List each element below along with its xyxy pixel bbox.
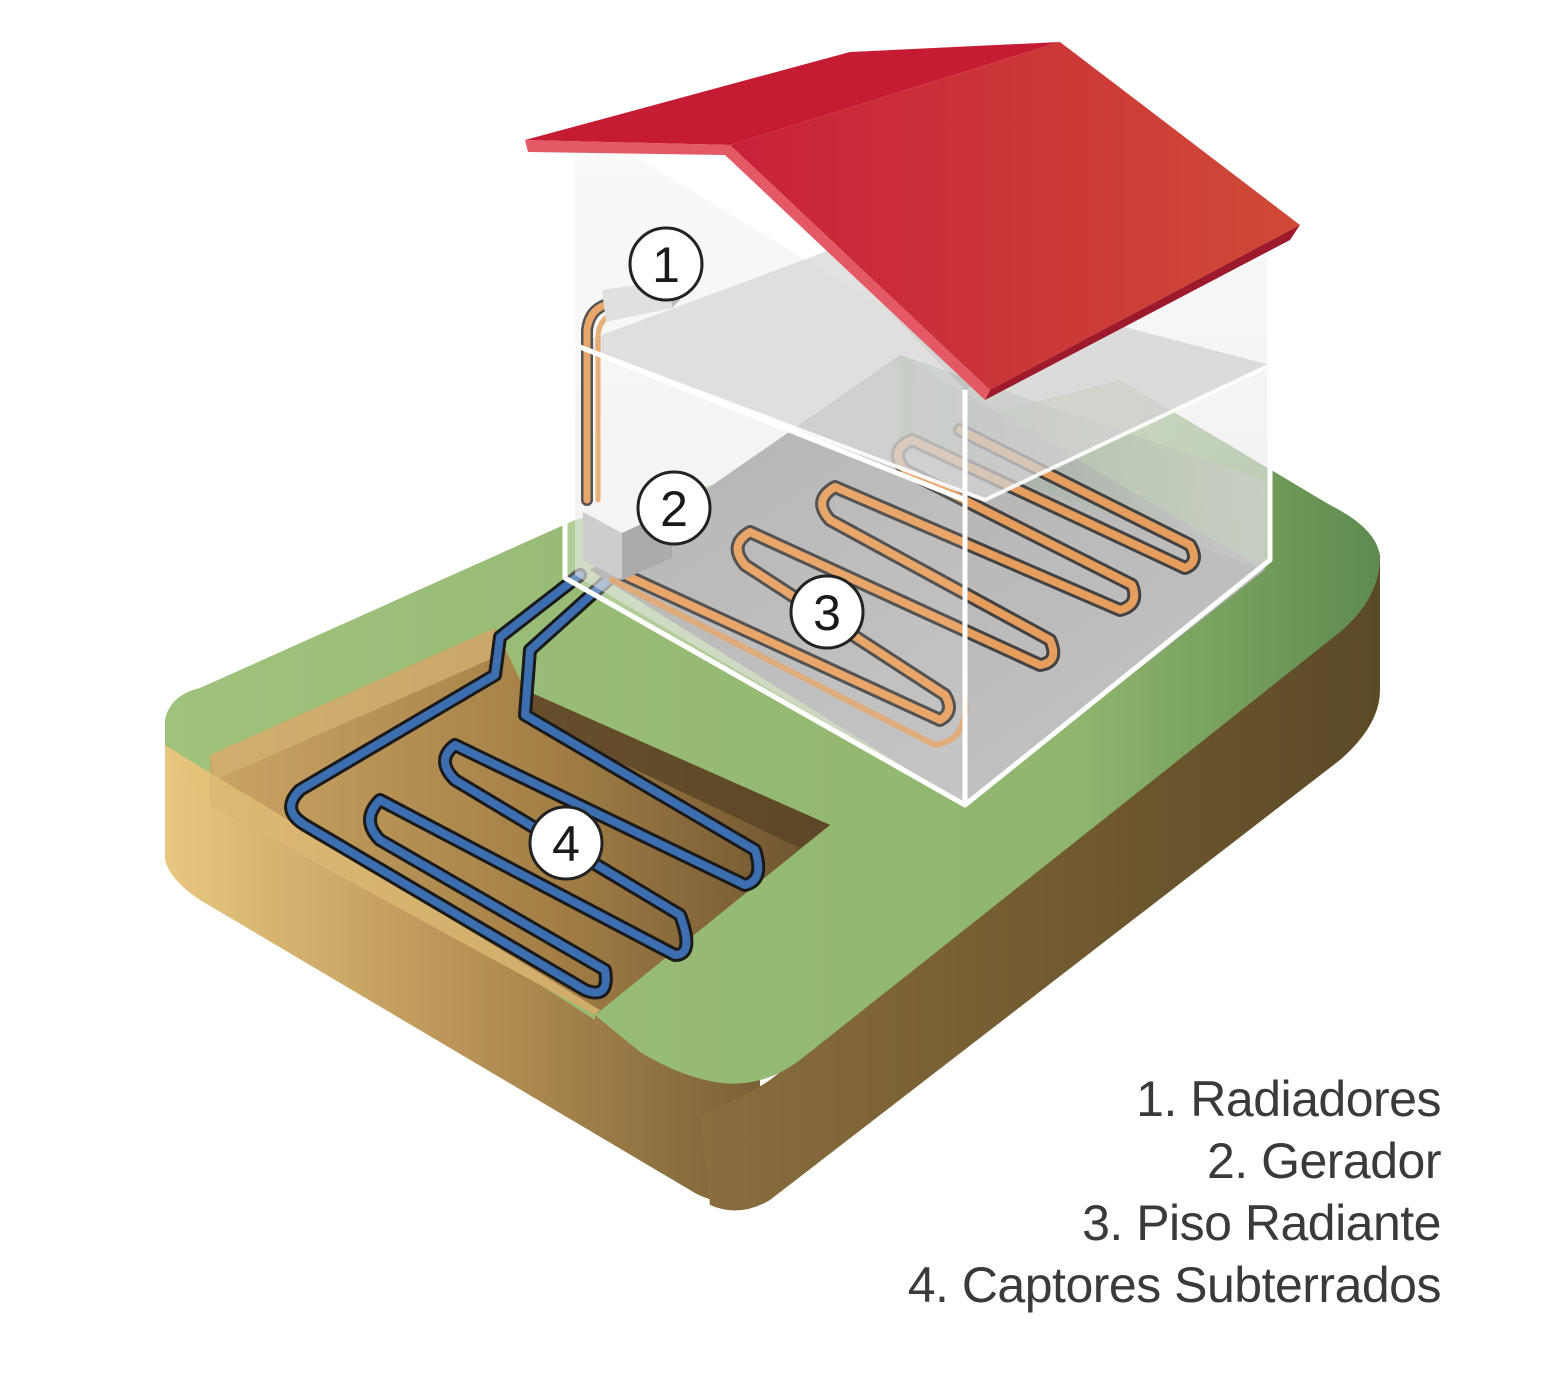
legend-number: 1. xyxy=(1136,1071,1177,1127)
house xyxy=(525,42,1300,808)
roof-left-slope xyxy=(525,42,1060,145)
house-edges xyxy=(562,150,1273,808)
roof-right-slope xyxy=(730,42,1300,390)
roof xyxy=(525,42,1300,400)
legend-text: Piso Radiante xyxy=(1136,1195,1441,1251)
legend-number: 4. xyxy=(907,1257,949,1313)
marker-3-label: 3 xyxy=(813,585,841,641)
marker-1-label: 1 xyxy=(652,237,680,293)
house-front-right-wall xyxy=(965,250,1270,805)
ground-loop-pipes xyxy=(284,568,766,1000)
marker-4-label: 4 xyxy=(552,816,580,872)
legend: 1. Radiadores 2. Gerador 3. Piso Radiant… xyxy=(907,1068,1442,1316)
marker-4: 4 xyxy=(528,805,604,881)
upper-floor-slab xyxy=(575,250,1270,500)
house-front-left-wall xyxy=(565,145,965,805)
soil-right-face xyxy=(700,550,1380,1211)
marker-2: 2 xyxy=(636,470,712,546)
legend-item-piso-radiante: 3. Piso Radiante xyxy=(908,1192,1441,1254)
trench-wall xyxy=(210,628,500,780)
roof-right-edge xyxy=(985,225,1300,400)
marker-1: 1 xyxy=(628,226,704,302)
marker-3: 3 xyxy=(789,574,865,650)
ground-loop-pipe xyxy=(287,571,763,997)
marker-2-label: 2 xyxy=(660,481,688,537)
legend-text: Radiadores xyxy=(1190,1071,1441,1127)
trench-deep-wall xyxy=(520,690,830,848)
legend-text: Captores Subterrados xyxy=(961,1257,1442,1313)
legend-item-captores-subterrados: 4. Captores Subterrados xyxy=(907,1254,1442,1316)
trench-front-rim xyxy=(165,745,600,1015)
legend-number: 3. xyxy=(1082,1195,1123,1251)
legend-text: Gerador xyxy=(1261,1133,1441,1189)
legend-number: 2. xyxy=(1206,1133,1248,1189)
legend-item-radiadores: 1. Radiadores xyxy=(908,1068,1441,1130)
legend-item-gerador: 2. Gerador xyxy=(908,1130,1442,1192)
